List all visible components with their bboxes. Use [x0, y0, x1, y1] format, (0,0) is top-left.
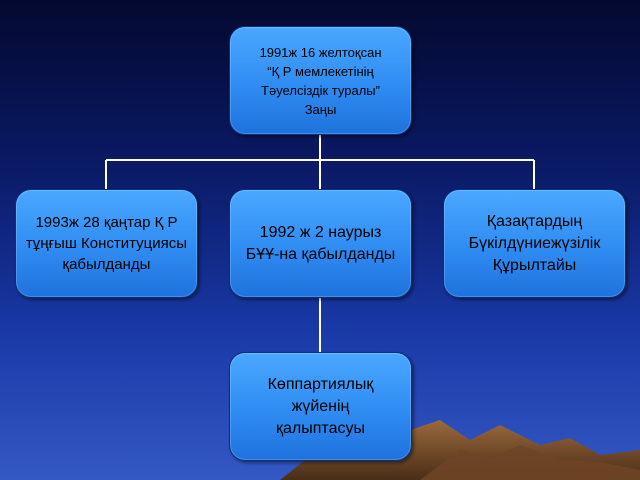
node-un-admission-text: 1992 ж 2 наурыз БҰҰ-на қабылданды: [245, 223, 396, 263]
node-independence-law: 1991ж 16 желтоқсан “Қ Р мемлекетінің Тәу…: [229, 26, 412, 135]
node-first-constitution: 1993ж 28 қаңтар Қ Р тұңғыш Конституциясы…: [15, 189, 198, 298]
node-world-kurultai: Қазақтардың Бүкілдүниежүзілік Құрылтайы: [443, 189, 626, 298]
node-world-kurultai-text: Қазақтардың Бүкілдүниежүзілік Құрылтайы: [468, 212, 601, 274]
node-multiparty-system: Көппартиялық жүйенің қалыптасуы: [229, 352, 412, 461]
node-independence-law-text: 1991ж 16 желтоқсан “Қ Р мемлекетінің Тәу…: [259, 44, 382, 117]
node-multiparty-system-text: Көппартиялық жүйенің қалыптасуы: [267, 375, 374, 437]
mountain-range-far: [420, 445, 640, 480]
node-un-admission: 1992 ж 2 наурыз БҰҰ-на қабылданды: [229, 189, 412, 298]
node-first-constitution-text: 1993ж 28 қаңтар Қ Р тұңғыш Конституциясы…: [25, 214, 188, 273]
